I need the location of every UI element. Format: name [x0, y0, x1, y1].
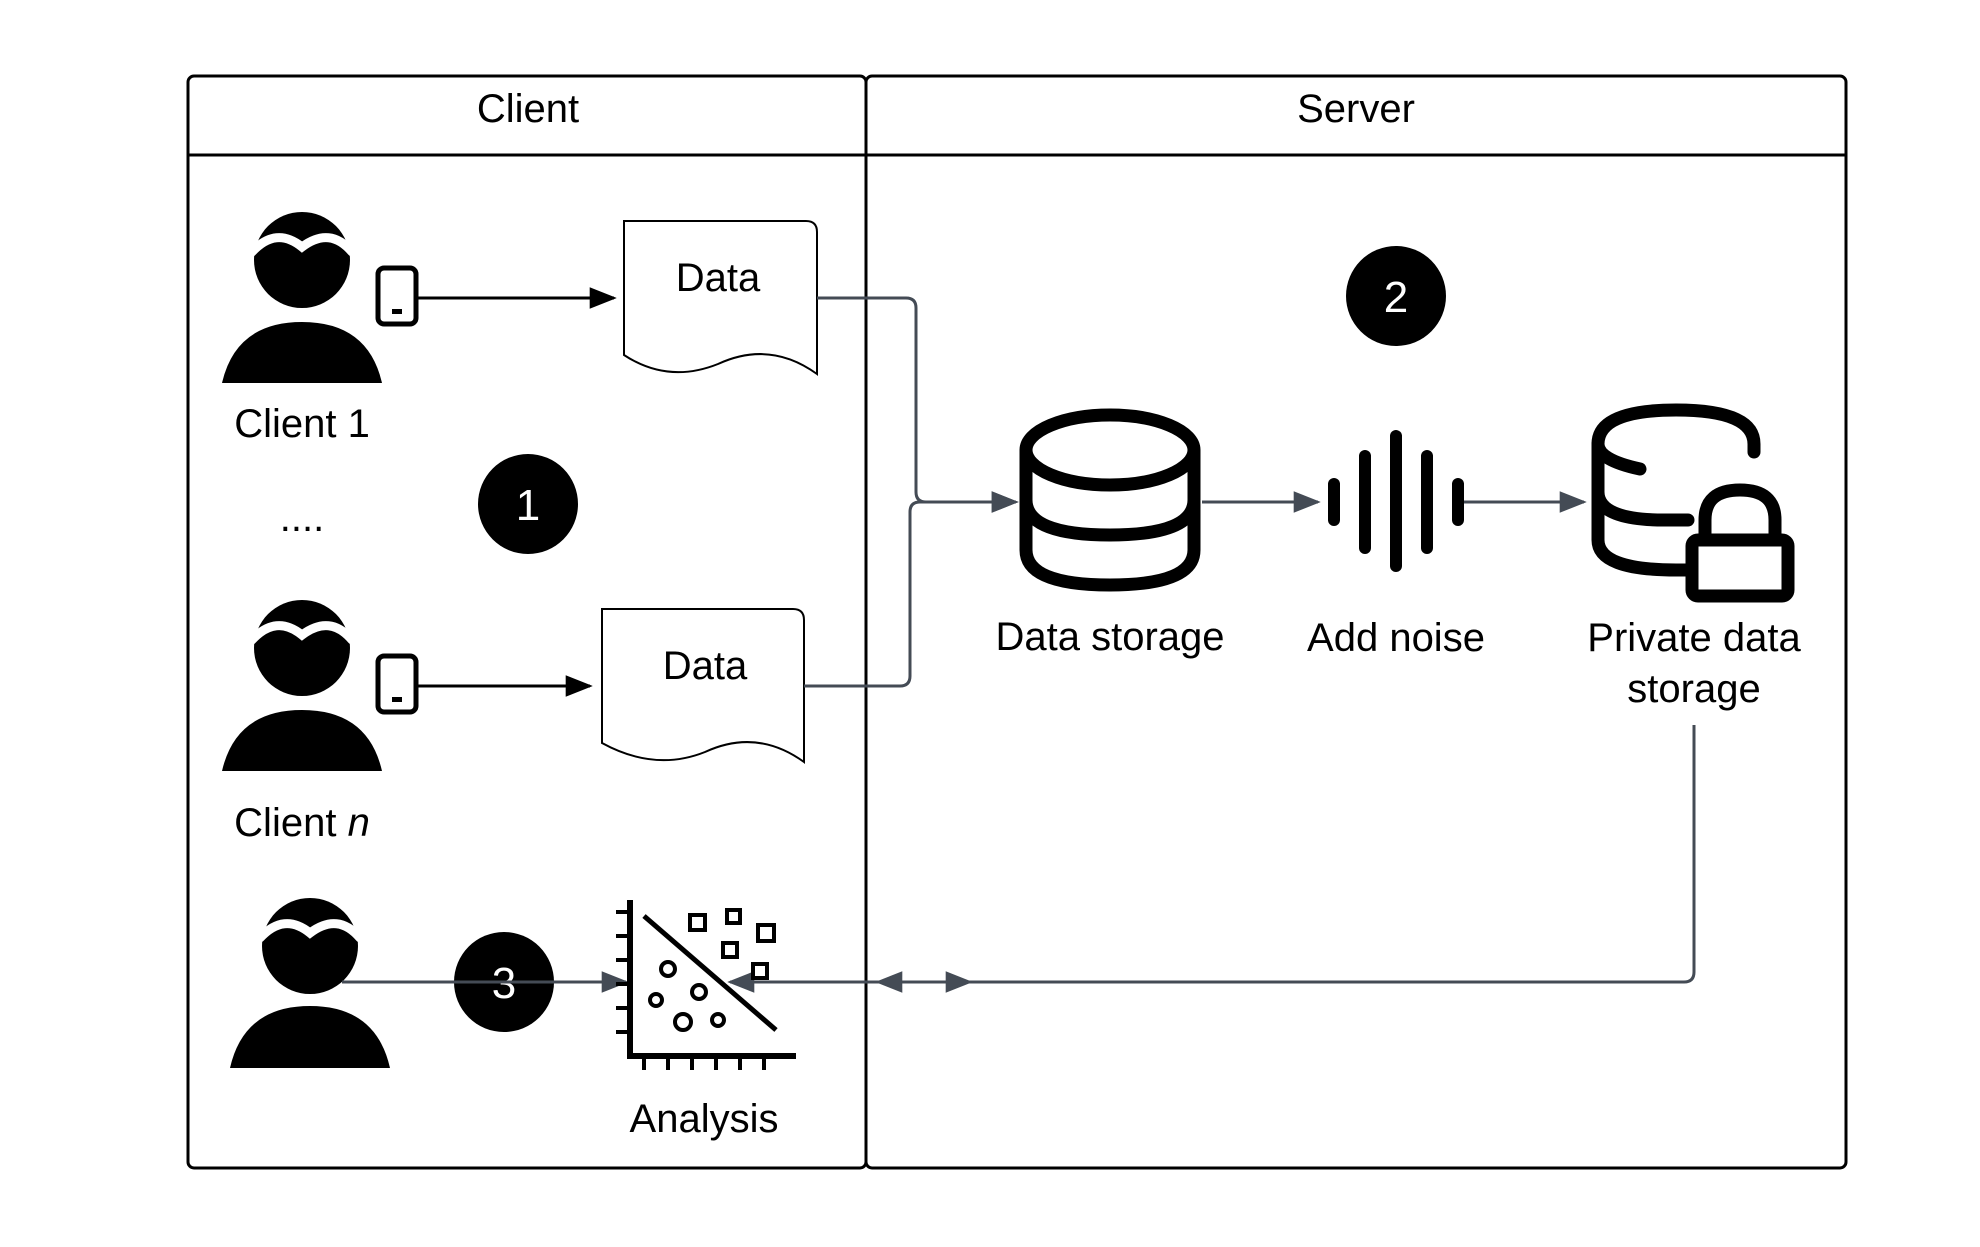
server-lane-title: Server — [1297, 87, 1415, 131]
step-2-number: 2 — [1384, 273, 1408, 322]
user-icon — [222, 212, 382, 383]
private-storage-label-line2: storage — [1627, 667, 1760, 711]
step-2-badge: 2 — [1346, 246, 1446, 346]
scatter-plot-icon — [616, 900, 796, 1070]
more-clients-ellipsis: .... — [280, 496, 324, 540]
data-2-label: Data — [663, 644, 748, 688]
client-n-label: Client n — [234, 801, 370, 845]
data-1-to-storage-connector — [817, 296, 1019, 513]
data-1-label: Data — [676, 256, 761, 300]
data-storage-label: Data storage — [995, 615, 1224, 659]
add-noise-label: Add noise — [1307, 616, 1485, 660]
private-storage-label-line1: Private data — [1587, 616, 1801, 660]
sound-wave-icon — [1328, 430, 1464, 572]
client-lane-title: Client — [477, 87, 579, 131]
step-1-badge: 1 — [478, 454, 578, 554]
phone-icon — [375, 653, 419, 715]
analysis-label: Analysis — [630, 1097, 779, 1141]
step-1-number: 1 — [516, 481, 540, 530]
data-2-to-storage-connector — [804, 491, 1019, 688]
client-1-label: Client 1 — [234, 402, 370, 446]
private-to-analysis-connector — [875, 725, 1696, 993]
locked-database-icon — [1591, 403, 1795, 603]
user-icon — [222, 600, 382, 771]
document-icon — [601, 608, 805, 764]
server-lane: Server — [864, 74, 1848, 1170]
phone-icon — [375, 265, 419, 327]
database-icon — [1019, 408, 1201, 592]
document-icon — [623, 220, 818, 376]
user-icon — [230, 898, 390, 1068]
